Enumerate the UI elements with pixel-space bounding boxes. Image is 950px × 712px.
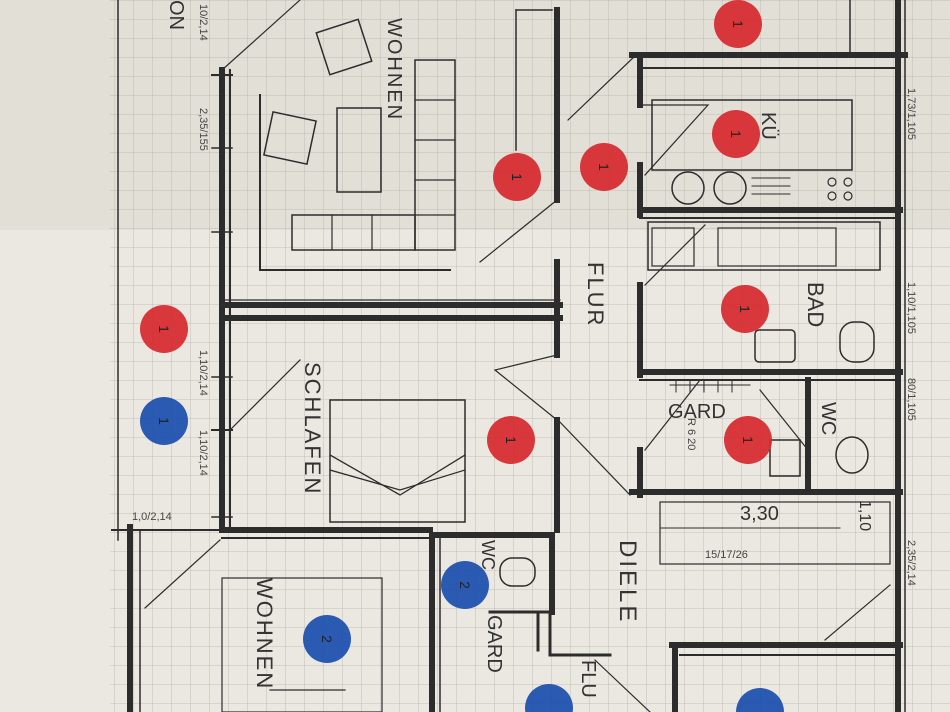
red-marker-label: 1 — [156, 325, 172, 333]
dimension-label: 1,10 — [856, 500, 873, 531]
walls — [111, 0, 908, 712]
room-label-wc-top: WC — [817, 402, 839, 435]
red-marker-label: 1 — [728, 130, 744, 138]
red-marker — [140, 305, 188, 353]
room-label-gard-top: GARD — [668, 401, 726, 423]
room-labels: ON WOHNEN FLUR KÜ BAD GARD WC SCHLAFEN D… — [165, 0, 839, 698]
red-marker — [724, 416, 772, 464]
dimension-label: R 6 20 — [685, 418, 697, 450]
grid-area — [110, 0, 950, 712]
dimension-label: 1,10/2,14 — [197, 350, 209, 396]
dimension-label: 3,30 — [740, 503, 779, 525]
blue-marker — [140, 397, 188, 445]
markers: 1 1 1 1 1 1 1 1 1 2 2 — [140, 0, 784, 712]
red-marker-label: 1 — [596, 163, 612, 171]
dimension-label: 1,10/2,14 — [197, 430, 209, 476]
red-marker — [580, 143, 628, 191]
red-marker — [712, 110, 760, 158]
room-label-diele: DIELE — [614, 540, 641, 624]
red-marker-label: 1 — [503, 436, 519, 444]
room-label-wohnen-bottom: WOHNEN — [252, 578, 277, 690]
room-label-gard-bottom: GARD — [483, 615, 505, 673]
red-marker-label: 1 — [509, 173, 525, 181]
room-label-flur-bottom: FLU — [577, 660, 599, 698]
room-label-wc-bottom: WC — [478, 540, 498, 570]
room-label-flur-top: FLUR — [583, 262, 608, 327]
dimension-label: 15/17/26 — [705, 549, 748, 561]
blue-marker — [303, 615, 351, 663]
dimension-labels: 10/2,14 2,35/155 1,73/1,105 1,10/1,105 1… — [132, 4, 917, 586]
blue-marker — [736, 688, 784, 712]
room-label-bad: BAD — [803, 282, 828, 327]
dimension-label: 80/1,105 — [905, 378, 917, 421]
room-label-wohnen-top: WOHNEN — [383, 18, 405, 121]
blue-marker — [441, 561, 489, 609]
red-marker — [721, 285, 769, 333]
blue-marker-label: 2 — [319, 635, 335, 643]
dimension-label: 1,10/1,105 — [905, 282, 917, 334]
blue-marker — [525, 684, 573, 712]
dimension-label: 2,35/2,14 — [905, 540, 917, 586]
dimension-label: 10/2,14 — [197, 4, 209, 41]
red-marker-label: 1 — [730, 20, 746, 28]
blue-marker-label: 1 — [156, 417, 172, 425]
red-marker — [493, 153, 541, 201]
red-marker-label: 1 — [740, 436, 756, 444]
dimension-label: 2,35/155 — [197, 108, 209, 151]
dimension-label: 1,0/2,14 — [132, 511, 172, 523]
red-marker — [487, 416, 535, 464]
room-label-schlafen: SCHLAFEN — [300, 362, 325, 495]
room-label-kue: KÜ — [757, 112, 779, 140]
room-label-partial: ON — [165, 0, 187, 30]
red-marker-label: 1 — [737, 305, 753, 313]
red-marker — [714, 0, 762, 48]
blue-marker-label: 2 — [457, 581, 473, 589]
dimension-label: 1,73/1,105 — [905, 88, 917, 140]
